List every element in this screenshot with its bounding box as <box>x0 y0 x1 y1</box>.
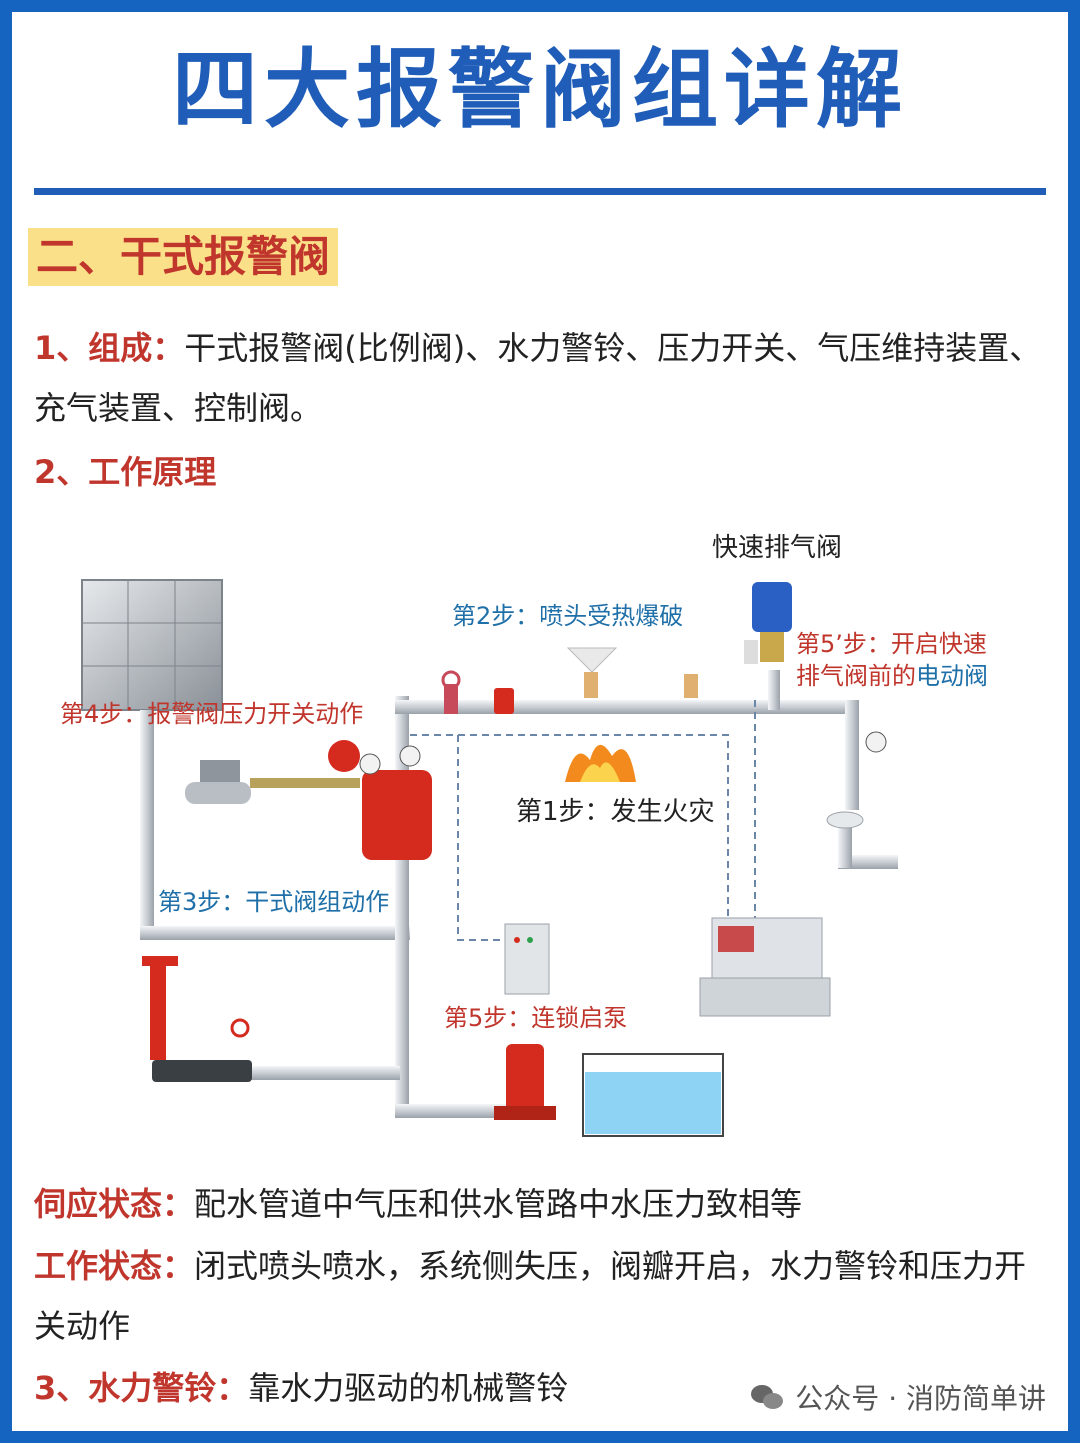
sprinkler-heads <box>566 647 698 698</box>
signal-lines <box>410 700 756 941</box>
fire-alarm-control-panel <box>699 917 831 1017</box>
air-compressor <box>185 760 251 804</box>
fire-pump <box>494 1044 556 1120</box>
bell-paragraph: 3、水力警铃：靠水力驱动的机械警铃 <box>34 1358 1044 1418</box>
label-exhaust-valve: 快速排气阀 <box>712 533 842 563</box>
standby-text: 配水管道中气压和供水管路中水压力致相等 <box>194 1185 803 1223</box>
working-paragraph: 工作状态：闭式喷头喷水，系统侧失压，阀瓣开启，水力警铃和压力开关动作 <box>34 1236 1044 1356</box>
composition-paragraph: 1、组成：干式报警阀(比例阀)、水力警铃、压力开关、气压维持装置、充气装置、控制… <box>34 318 1044 438</box>
page-title: 四大报警阀组详解 <box>172 40 908 140</box>
label-step5p-line2: 排气阀前的电动阀 <box>796 662 988 690</box>
working-label: 工作状态： <box>34 1247 195 1285</box>
label-step1: 第1步：发生火灾 <box>516 797 715 827</box>
dry-alarm-valve <box>328 740 432 860</box>
label-step4: 第4步：报警阀压力开关动作 <box>60 700 363 728</box>
bell-label: 3、水力警铃： <box>34 1369 249 1407</box>
fire-icon <box>565 744 636 782</box>
label-step5p-line2a: 排气阀前的 <box>796 662 916 690</box>
footer-text: 公众号 · 消防简单讲 <box>795 1382 1046 1415</box>
label-step3: 第3步：干式阀组动作 <box>158 888 389 916</box>
wechat-icon <box>751 1383 785 1411</box>
composition-text: 干式报警阀(比例阀)、水力警铃、压力开关、气压维持装置、充气装置、控制阀。 <box>34 329 1042 427</box>
dry-alarm-valve-diagram: 快速排气阀 第2步：喷头受热爆破 第5’步：开启快速 排气阀前的电动阀 第4步：… <box>60 533 988 1137</box>
label-step2: 第2步：喷头受热爆破 <box>452 602 683 630</box>
title-divider <box>34 188 1046 195</box>
label-step5p-line1: 第5’步：开启快速 <box>796 630 987 658</box>
principle-label: 2、工作原理 <box>34 453 217 491</box>
label-step5: 第5步：连锁启泵 <box>444 1004 627 1032</box>
pump-control-cabinet <box>504 923 550 995</box>
label-step5p-line2b: 电动阀 <box>916 662 988 690</box>
water-tank <box>81 579 223 711</box>
standby-label: 伺应状态： <box>34 1185 195 1223</box>
principle-heading: 2、工作原理 <box>34 442 1044 502</box>
top-pipe-valves <box>441 670 514 714</box>
section-heading: 二、干式报警阀 <box>28 228 339 286</box>
exhaust-valve <box>744 582 792 664</box>
drain-assembly <box>826 731 887 829</box>
standby-paragraph: 伺应状态：配水管道中气压和供水管路中水压力致相等 <box>34 1174 1044 1234</box>
footer-account: 公众号 · 消防简单讲 <box>751 1377 1046 1417</box>
water-pool <box>582 1053 724 1137</box>
pump-adapter <box>142 956 252 1082</box>
composition-label: 1、组成： <box>34 329 185 367</box>
working-text: 闭式喷头喷水，系统侧失压，阀瓣开启，水力警铃和压力开关动作 <box>34 1247 1027 1345</box>
bell-text: 靠水力驱动的机械警铃 <box>248 1369 569 1407</box>
